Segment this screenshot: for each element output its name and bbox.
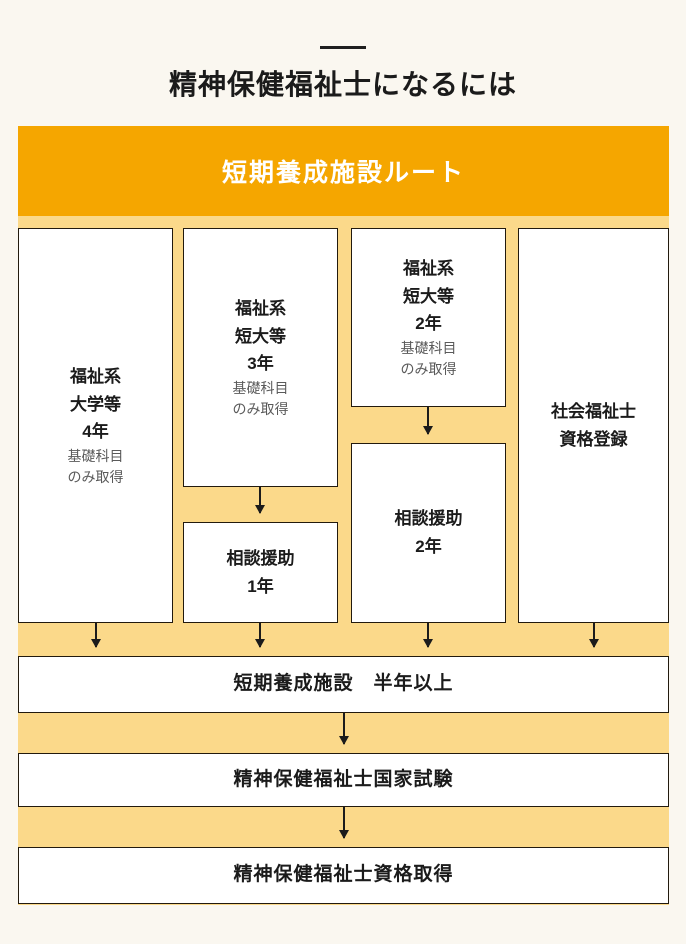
arrow-col2-down bbox=[255, 487, 265, 514]
box-line: 短大等 bbox=[403, 286, 454, 306]
box-line: 福祉系 bbox=[70, 367, 121, 387]
box-line: 2年 bbox=[415, 537, 442, 556]
box-line: 短期養成施設 半年以上 bbox=[233, 673, 454, 695]
route-header-label: 短期養成施設ルート bbox=[221, 159, 465, 187]
box-line: 相談援助 bbox=[226, 548, 295, 568]
box-line: 1年 bbox=[247, 576, 274, 596]
chart-frame: 短期養成施設ルート 福祉系 大学等 4年 基礎科目 のみ取得 福祉系 短大等 3… bbox=[18, 126, 669, 905]
box-line: 福祉系 bbox=[235, 299, 286, 319]
box-line: 2年 bbox=[415, 314, 442, 334]
box-shakai-fukushishi-touroku: 社会福祉士 資格登録 bbox=[518, 228, 669, 623]
box-line: 精神保健福祉士国家試験 bbox=[233, 768, 454, 790]
box-line: 4年 bbox=[82, 422, 109, 442]
box-line: 3年 bbox=[247, 354, 274, 374]
arrow-col3-down bbox=[423, 407, 433, 435]
box-line: 短大等 bbox=[235, 326, 286, 346]
arrow-col4-to-step1 bbox=[589, 623, 599, 648]
box-subline: 基礎科目 bbox=[67, 447, 124, 464]
title-divider bbox=[320, 46, 366, 49]
box-subline: のみ取得 bbox=[232, 400, 289, 417]
arrow-col2-to-step1 bbox=[255, 623, 265, 648]
box-line: 精神保健福祉士資格取得 bbox=[233, 864, 454, 886]
box-line: 資格登録 bbox=[559, 429, 628, 449]
box-shikaku-shutoku: 精神保健福祉士資格取得 bbox=[18, 847, 669, 904]
arrow-step2-to-step3 bbox=[339, 807, 349, 839]
box-fukushi-tandai-3nen: 福祉系 短大等 3年 基礎科目 のみ取得 bbox=[183, 228, 338, 487]
page-title: 精神保健福祉士になるには bbox=[168, 69, 517, 100]
arrow-col1-to-step1 bbox=[91, 623, 101, 648]
box-subline: 基礎科目 bbox=[400, 339, 457, 356]
box-kokka-shiken: 精神保健福祉士国家試験 bbox=[18, 753, 669, 807]
box-subline: のみ取得 bbox=[400, 360, 457, 377]
box-subline: 基礎科目 bbox=[232, 379, 289, 396]
box-tanki-yousei-shisetsu: 短期養成施設 半年以上 bbox=[18, 656, 669, 713]
box-soudan-enjo-2nen: 相談援助 2年 bbox=[351, 443, 506, 623]
route-header: 短期養成施設ルート bbox=[18, 126, 669, 216]
box-fukushi-daigaku-4nen: 福祉系 大学等 4年 基礎科目 のみ取得 bbox=[18, 228, 173, 623]
title-area: 精神保健福祉士になるには bbox=[0, 0, 686, 126]
box-line: 社会福祉士 bbox=[551, 401, 636, 421]
box-line: 大学等 bbox=[70, 394, 121, 414]
box-soudan-enjo-1nen: 相談援助 1年 bbox=[183, 522, 338, 623]
box-line: 相談援助 bbox=[394, 509, 463, 529]
arrow-step1-to-step2 bbox=[339, 713, 349, 745]
box-line: 福祉系 bbox=[403, 259, 454, 279]
arrow-col3-to-step1 bbox=[423, 623, 433, 648]
box-subline: のみ取得 bbox=[67, 468, 124, 485]
box-fukushi-tandai-2nen: 福祉系 短大等 2年 基礎科目 のみ取得 bbox=[351, 228, 506, 407]
